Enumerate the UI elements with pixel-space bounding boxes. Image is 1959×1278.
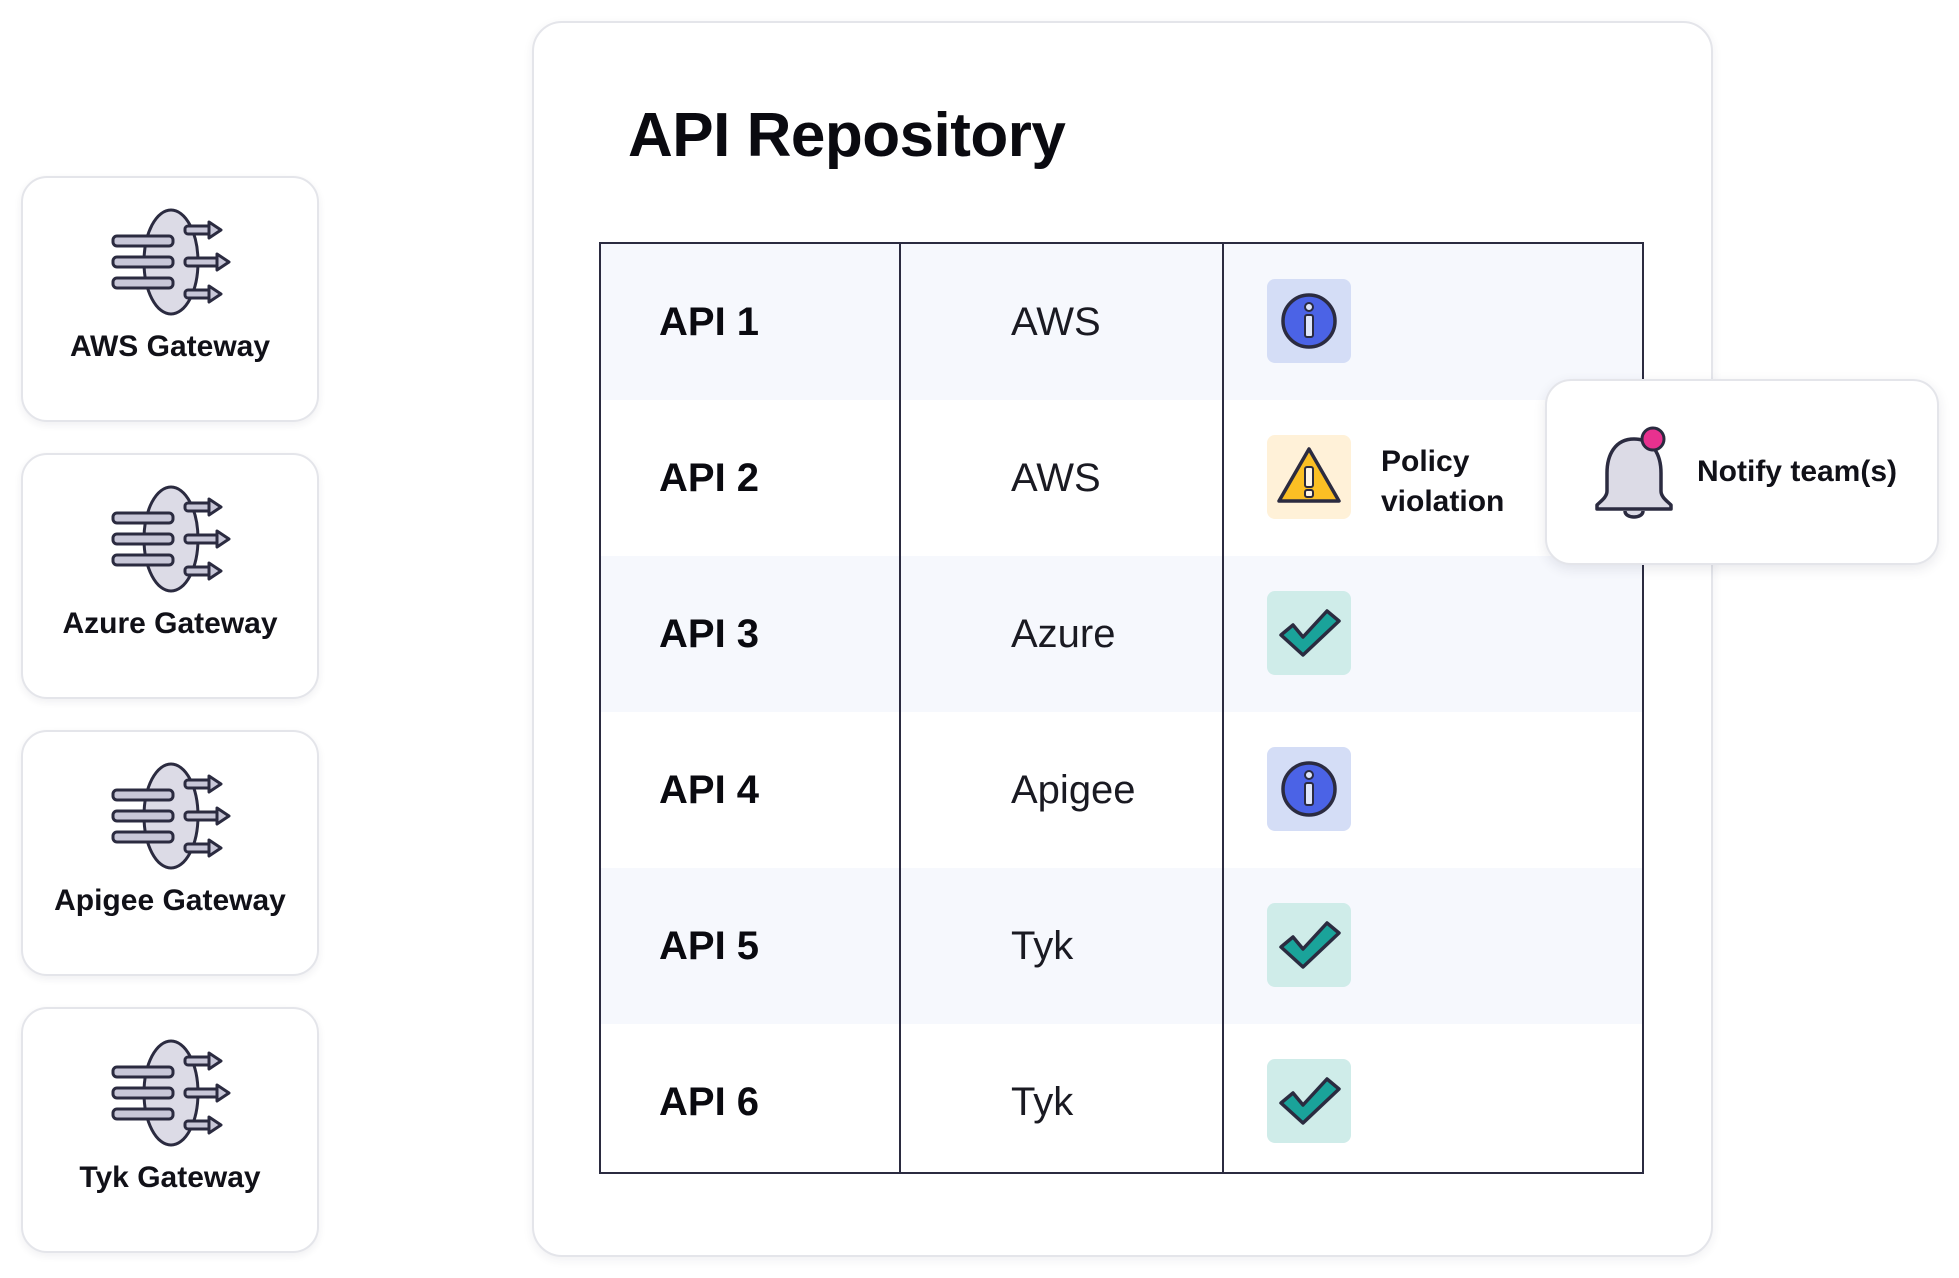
gateway-label: AWS Gateway xyxy=(69,330,271,363)
gateway-icon xyxy=(111,485,231,593)
api-gateway: AWS xyxy=(1011,300,1101,344)
table-row[interactable]: API 1 AWS xyxy=(601,244,1642,400)
info-icon[interactable] xyxy=(1267,747,1351,831)
gateway-card-tyk[interactable]: Tyk Gateway xyxy=(21,1007,319,1253)
notify-team-card[interactable]: Notify team(s) xyxy=(1545,379,1939,565)
gateway-label: Apigee Gateway xyxy=(54,884,286,917)
api-gateway: Tyk xyxy=(1011,924,1074,968)
gateway-icon xyxy=(111,208,231,316)
check-icon[interactable] xyxy=(1267,1059,1351,1143)
check-icon[interactable] xyxy=(1267,591,1351,675)
table-row[interactable]: API 3 Azure xyxy=(601,556,1642,712)
gateway-card-apigee[interactable]: Apigee Gateway xyxy=(21,730,319,976)
notify-label: Notify team(s) xyxy=(1697,455,1898,488)
api-gateway: Azure xyxy=(1011,612,1116,656)
gateway-label: Tyk Gateway xyxy=(79,1161,261,1194)
api-gateway: AWS xyxy=(1011,456,1101,500)
api-name: API 4 xyxy=(659,768,760,812)
info-icon[interactable] xyxy=(1267,279,1351,363)
api-name: API 6 xyxy=(659,1080,760,1124)
api-gateway: Tyk xyxy=(1011,1080,1074,1124)
gateway-icon xyxy=(111,762,231,870)
page-title: API Repository xyxy=(628,101,1066,170)
table-row[interactable]: API 5 Tyk xyxy=(601,868,1642,1024)
gateway-icon xyxy=(111,1039,231,1147)
gateway-label: Azure Gateway xyxy=(62,607,278,640)
check-icon[interactable] xyxy=(1267,903,1351,987)
gateway-card-azure[interactable]: Azure Gateway xyxy=(21,453,319,699)
column-divider xyxy=(1222,244,1224,1172)
api-name: API 2 xyxy=(659,456,760,500)
api-name: API 1 xyxy=(659,300,760,344)
warning-icon[interactable] xyxy=(1267,435,1351,519)
table-row[interactable]: API 2 AWS Policy violation xyxy=(601,400,1642,556)
bell-icon xyxy=(1595,426,1673,519)
api-gateway: Apigee xyxy=(1011,768,1136,812)
api-table: API 1 AWS API 2 AWS Policy violation API… xyxy=(599,242,1644,1174)
api-name: API 5 xyxy=(659,924,760,968)
table-row[interactable]: API 4 Apigee xyxy=(601,712,1642,868)
table-row[interactable]: API 6 Tyk xyxy=(601,1024,1642,1180)
status-text: Policy violation xyxy=(1381,445,1505,518)
gateway-card-aws[interactable]: AWS Gateway xyxy=(21,176,319,422)
column-divider xyxy=(899,244,901,1172)
api-name: API 3 xyxy=(659,612,760,656)
